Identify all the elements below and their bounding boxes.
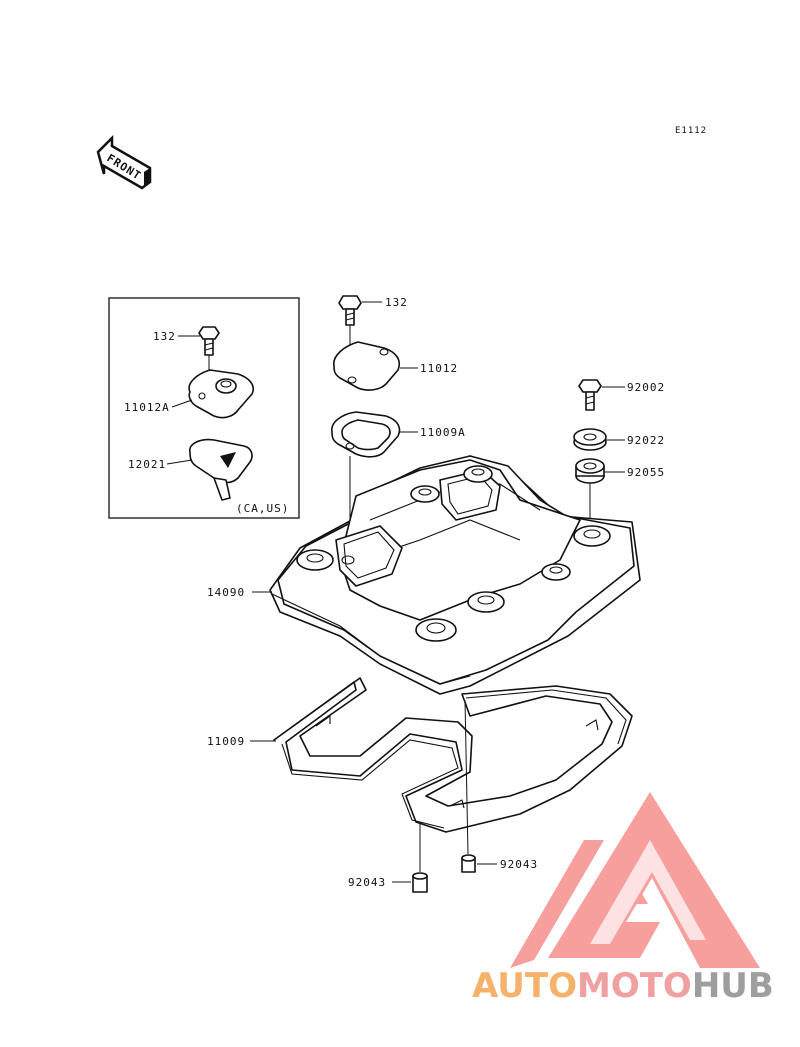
cover-gasket-icon [273, 677, 633, 833]
label-cover: 14090 [207, 586, 245, 599]
watermark-text: AUTOMOTOHUB [472, 966, 774, 1006]
diagram-ref-code: E1112 [675, 126, 707, 136]
breather-cap-icon [333, 341, 400, 391]
watermark-auto: AUTO [472, 966, 577, 1006]
label-cap: 11012 [420, 362, 458, 375]
label-right-bolt: 92002 [627, 381, 665, 394]
dowel-pin-left-icon [412, 872, 428, 893]
cylinder-head-cover-icon [269, 455, 641, 695]
grommet-icon [575, 458, 605, 484]
label-dowel-right: 92043 [500, 858, 538, 871]
label-grommet: 92055 [627, 466, 665, 479]
dowel-pin-right-icon [461, 854, 476, 873]
inset-plate-icon [189, 438, 253, 501]
label-inset-plate: 12021 [128, 458, 166, 471]
watermark-hub: HUB [692, 966, 774, 1006]
inset-box: (CA,US) 132 11012A 12021 [108, 297, 300, 519]
label-dowel-left: 92043 [348, 876, 386, 889]
label-inset-bolt: 132 [153, 330, 176, 343]
front-arrow-icon: FRONT [96, 134, 152, 190]
watermark-logo [510, 792, 760, 968]
right-bolt-icon [578, 379, 602, 411]
watermark-moto: MOTO [577, 966, 692, 1006]
label-cover-gasket: 11009 [207, 735, 245, 748]
label-top-bolt: 132 [385, 296, 408, 309]
inset-note: (CA,US) [236, 502, 289, 515]
label-washer: 92022 [627, 434, 665, 447]
washer-icon [573, 428, 607, 451]
label-cap-gasket: 11009A [420, 426, 466, 439]
label-inset-cap: 11012A [124, 401, 170, 414]
cap-gasket-icon [331, 411, 401, 458]
top-bolt-icon [338, 295, 362, 326]
inset-cap-icon [188, 369, 254, 419]
inset-bolt-icon [198, 326, 220, 356]
